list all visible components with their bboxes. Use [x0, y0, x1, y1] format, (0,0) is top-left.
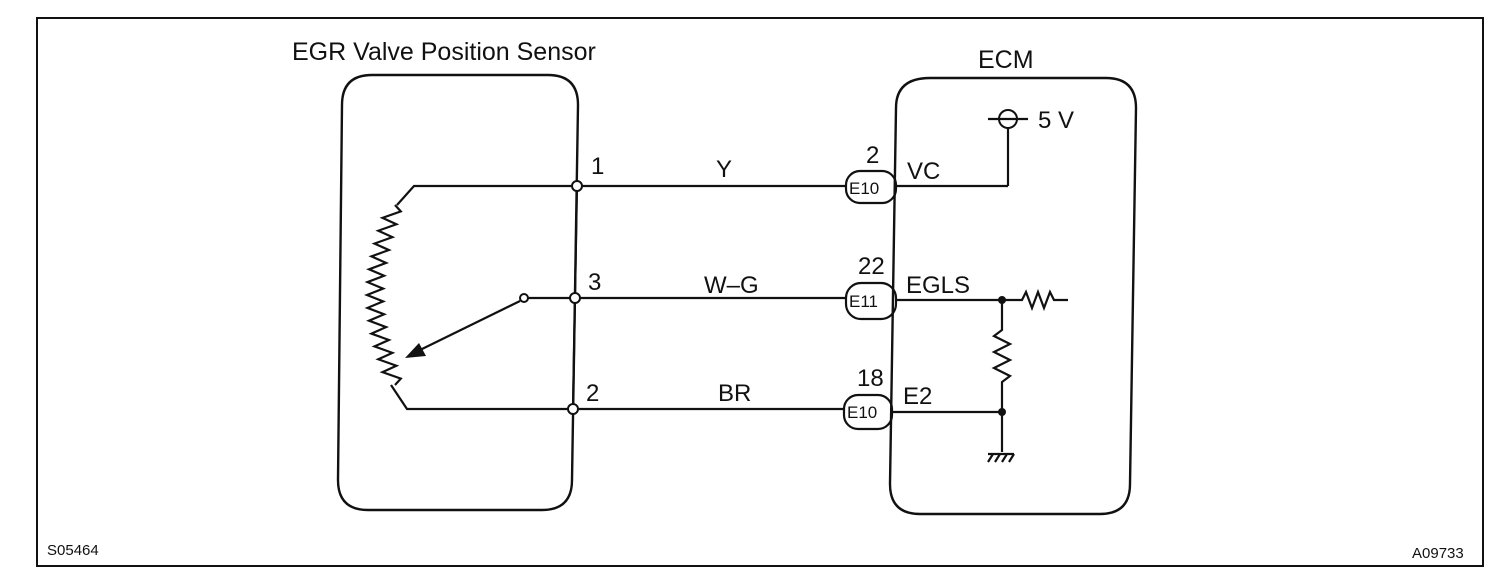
potentiometer-top-lead	[396, 184, 576, 206]
connector-pin-number: 22	[858, 253, 885, 280]
connector-pin-number: 18	[857, 365, 884, 392]
sensor-pin-2-label: 2	[586, 380, 599, 407]
connector-top: E10 2	[844, 142, 898, 205]
supply-label: 5 V	[1038, 107, 1074, 134]
sensor-pin-3-label: 3	[588, 269, 601, 296]
sensor-pin-2	[567, 403, 579, 415]
potentiometer-bottom-lead	[390, 384, 573, 411]
terminal-e2-label: E2	[903, 383, 932, 410]
egls-input-resistor	[1002, 288, 1068, 312]
terminal-vc-label: VC	[907, 158, 940, 185]
sensor-title: EGR Valve Position Sensor	[292, 38, 596, 66]
sensor-pin-1-label: 1	[591, 153, 604, 180]
sensor-box	[336, 73, 580, 512]
wire-w-g-label: W–G	[704, 272, 759, 299]
sensor-pin-3	[569, 292, 581, 304]
connector-bottom: E10 18	[842, 365, 894, 431]
ecm-box	[888, 76, 1138, 516]
diagram-frame	[36, 17, 1484, 567]
terminal-egls-label: EGLS	[906, 272, 970, 299]
connector-code: E10	[847, 403, 877, 422]
connector-code: E11	[849, 292, 878, 311]
sensor-pin-1	[571, 180, 583, 192]
wiper-arrow-head	[405, 343, 426, 358]
connector-pin-number: 2	[866, 142, 879, 169]
figure-code-left: S05464	[47, 542, 99, 559]
wiper-pivot	[519, 293, 529, 303]
ecm-title: ECM	[978, 46, 1034, 74]
supply-5v: 5 V	[988, 107, 1074, 186]
connector-mid: E11 22	[844, 253, 898, 321]
wire-br-label: BR	[718, 380, 751, 407]
ground-icon	[987, 412, 1015, 463]
figure-code-right: A09733	[1412, 545, 1464, 562]
potentiometer-resistor	[364, 204, 403, 386]
wires: Y W–G BR	[578, 156, 850, 411]
potentiometer	[364, 184, 576, 411]
pull-down-resistor	[991, 300, 1013, 412]
wire-y-label: Y	[716, 156, 732, 183]
wiper-arrow-shaft	[419, 300, 521, 351]
connector-code: E10	[849, 179, 879, 198]
